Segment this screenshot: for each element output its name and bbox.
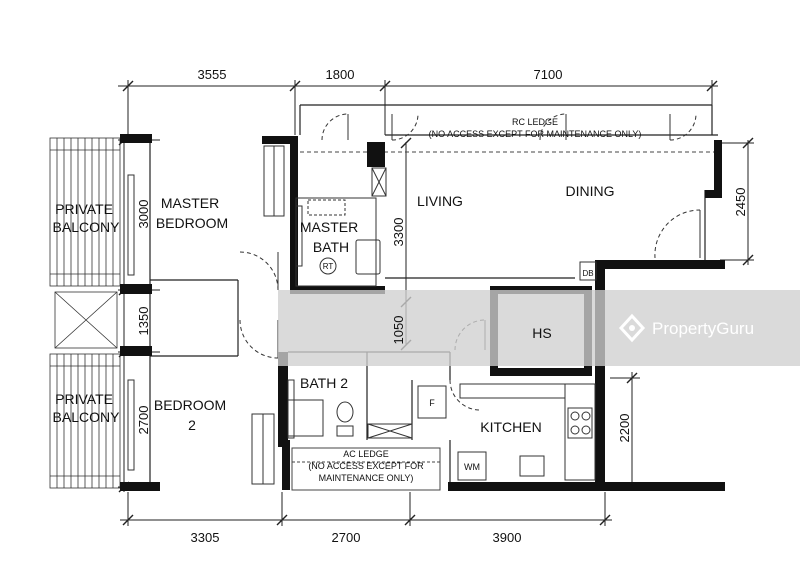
room-labels: PRIVATE BALCONY PRIVATE BALCONY MASTER B…	[53, 183, 615, 435]
balcony-lower	[49, 353, 121, 489]
room-private-balcony-upper: PRIVATE BALCONY	[53, 201, 121, 235]
dim-left-1: 3000	[136, 200, 151, 229]
ledge-labels: RC LEDGE (NO ACCESS EXCEPT FOR MAINTENAN…	[308, 117, 641, 483]
windows	[127, 145, 285, 485]
fixture-labels: RT DB F WM	[323, 262, 594, 472]
rubbish-chute-label: RT	[323, 262, 334, 271]
room-bedroom-2: BEDROOM 2	[154, 397, 230, 433]
rc-ledge-note: (NO ACCESS EXCEPT FOR MAINTENANCE ONLY)	[429, 129, 642, 139]
dim-top-1: 3555	[198, 67, 227, 82]
bath2-fixtures	[287, 379, 413, 439]
dim-inner-2: 1050	[391, 316, 406, 345]
room-master-bedroom: MASTER BEDROOM	[156, 195, 228, 231]
room-master-bath: MASTER BATH	[300, 219, 362, 255]
dim-left-2: 1350	[136, 307, 151, 336]
dimension-labels: 3555 1800 7100 3305 2700 3900 3000 1350 …	[136, 67, 748, 545]
kitchen-fixtures	[417, 261, 597, 481]
ac-ledge-title: AC LEDGE	[343, 449, 389, 459]
balcony-upper	[49, 137, 121, 287]
master-bath-fixtures	[295, 167, 387, 287]
dim-top-3: 7100	[534, 67, 563, 82]
fridge-label: F	[429, 398, 435, 408]
distribution-board-label: DB	[582, 269, 593, 278]
dim-right-1: 2450	[733, 188, 748, 217]
watermark-text: PropertyGuru	[652, 319, 754, 338]
dim-bottom-2: 2700	[332, 530, 361, 545]
room-bath-2: BATH 2	[300, 375, 348, 391]
ac-ledge-note-2: MAINTENANCE ONLY)	[319, 473, 414, 483]
dim-inner-1: 3300	[391, 218, 406, 247]
room-private-balcony-lower: PRIVATE BALCONY	[53, 391, 121, 425]
dim-right-2: 2200	[617, 414, 632, 443]
room-living: LIVING	[417, 193, 463, 209]
ac-ledge	[291, 447, 441, 491]
dim-bottom-3: 3900	[493, 530, 522, 545]
room-kitchen: KITCHEN	[480, 419, 541, 435]
room-dining: DINING	[566, 183, 615, 199]
rc-ledge-title: RC LEDGE	[512, 117, 558, 127]
washing-machine-label: WM	[464, 462, 480, 472]
dim-left-3: 2700	[136, 406, 151, 435]
room-hs: HS	[532, 325, 551, 341]
dim-bottom-1: 3305	[191, 530, 220, 545]
ac-ledge-note-1: (NO ACCESS EXCEPT FOR	[308, 461, 424, 471]
watermark: PropertyGuru	[278, 290, 800, 366]
balcony-middle-void	[54, 291, 118, 349]
propertyguru-logo-icon	[618, 313, 646, 343]
dim-top-2: 1800	[326, 67, 355, 82]
